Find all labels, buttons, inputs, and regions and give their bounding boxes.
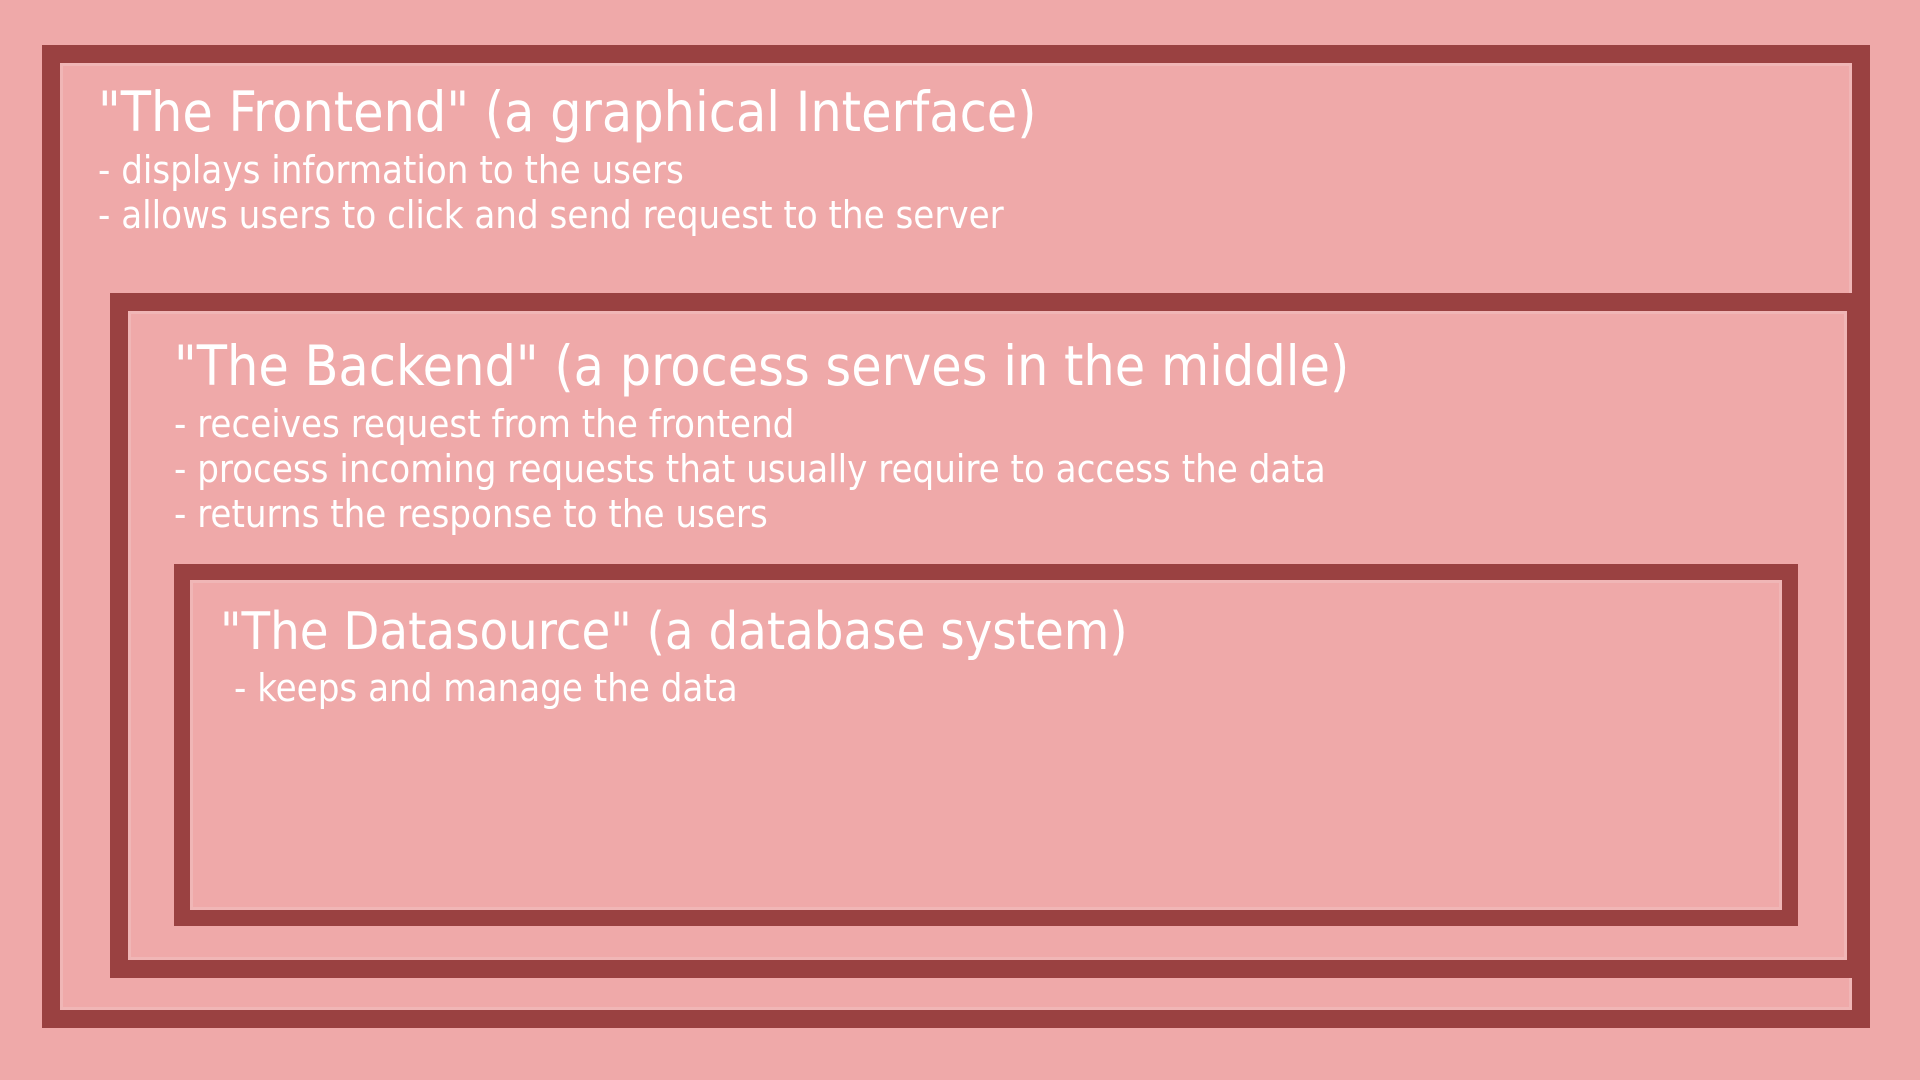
backend-bullet-2: - process incoming requests that usually… [174, 446, 1326, 491]
frontend-title: "The Frontend" (a graphical Interface) [98, 80, 1037, 144]
backend-layer-box: "The Backend" (a process serves in the m… [110, 293, 1865, 978]
frontend-bullet-1: - displays information to the users [98, 148, 684, 192]
backend-content: "The Backend" (a process serves in the m… [128, 311, 1847, 536]
datasource-content: "The Datasource" (a database system) - k… [190, 580, 1782, 711]
frontend-layer-box: "The Frontend" (a graphical Interface) -… [42, 45, 1870, 1028]
backend-bullet-list: - receives request from the frontend - p… [174, 402, 1847, 536]
frontend-bullet-2: - allows users to click and send request… [98, 192, 1004, 237]
datasource-bullet-list: - keeps and manage the data [220, 666, 1782, 711]
backend-title: "The Backend" (a process serves in the m… [174, 334, 1350, 398]
frontend-bullet-list: - displays information to the users - al… [98, 148, 1852, 238]
datasource-layer-box: "The Datasource" (a database system) - k… [174, 564, 1798, 926]
backend-bullet-3: - returns the response to the users [174, 491, 768, 536]
backend-bullet-1: - receives request from the frontend [174, 402, 795, 446]
datasource-title: "The Datasource" (a database system) [220, 602, 1128, 662]
datasource-bullet-1: - keeps and manage the data [234, 666, 738, 710]
frontend-content: "The Frontend" (a graphical Interface) -… [60, 63, 1852, 238]
